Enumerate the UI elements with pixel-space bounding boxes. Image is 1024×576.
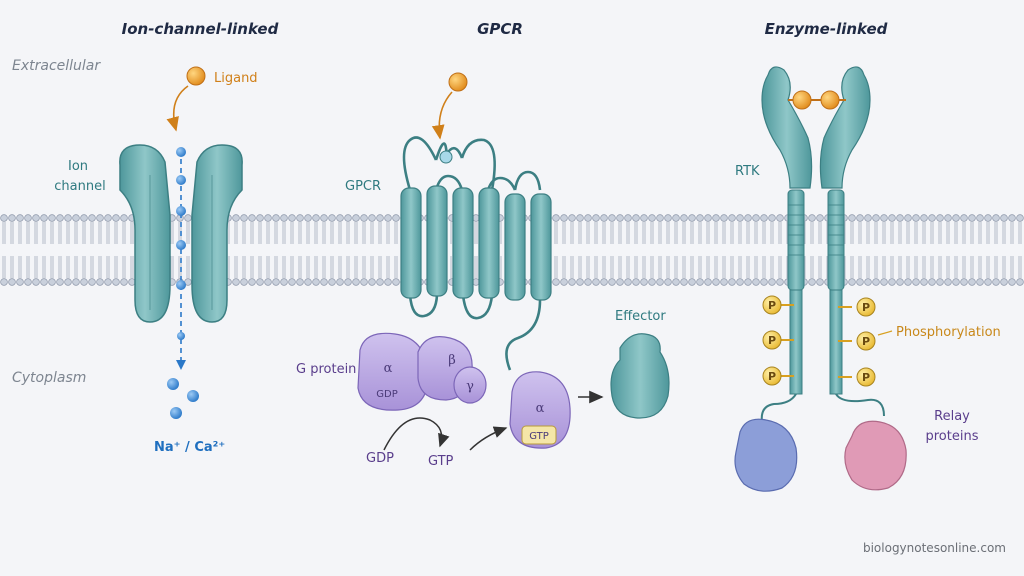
ligand-ion-channel — [186, 66, 206, 86]
ion-flow-arrow-icon — [176, 360, 186, 370]
phosphate-label: P — [862, 335, 870, 348]
phosphate-label: P — [768, 370, 776, 383]
gdp-release-arrow — [383, 417, 450, 451]
ion-channel — [119, 144, 243, 323]
ion-channel-label-line2: channel — [54, 179, 105, 194]
ion-channel-label-line1: Ion — [68, 159, 88, 174]
g-gamma-subunit: γ — [466, 379, 474, 394]
g-beta-subunit: β — [448, 353, 456, 368]
gtp-bound-label: GTP — [529, 431, 549, 442]
gdp-label: GDP — [366, 451, 394, 466]
phosphate-label: P — [862, 371, 870, 384]
relay-link-right — [835, 393, 885, 417]
relay-protein-pink — [844, 420, 907, 491]
rtk-ligand-1 — [792, 90, 812, 110]
rtk-ligand-2 — [820, 90, 840, 110]
effector-label: Effector — [615, 309, 666, 324]
relay-proteins-label-line1: Relay — [934, 409, 970, 424]
phosphate-connectors — [780, 304, 852, 378]
phosphorylation-label: Phosphorylation — [896, 325, 1001, 340]
gdp-bound-label: GDP — [376, 389, 397, 400]
phosphate-label: P — [768, 299, 776, 312]
g-protein-complex — [357, 332, 487, 411]
gpcr-helices — [400, 185, 552, 301]
ligand-gpcr-arrow — [431, 91, 453, 140]
phosphorylation-pointer — [877, 330, 893, 336]
ion-species-label: Na⁺ / Ca²⁺ — [154, 440, 225, 455]
rtk-label: RTK — [735, 164, 760, 179]
g-alpha-subunit: α — [384, 361, 393, 376]
phosphate-groups-left — [762, 295, 782, 386]
ligand-gpcr — [448, 72, 468, 92]
ligand-arrow — [166, 85, 189, 132]
gpcr-loops — [402, 136, 542, 371]
gtp-bind-arrow — [469, 426, 508, 451]
ions-in-pore — [176, 147, 186, 340]
source-credit: biologynotesonline.com — [863, 541, 1006, 555]
ligand-gpcr-bound — [439, 150, 453, 164]
relay-proteins-label-line2: proteins — [926, 429, 979, 444]
gtp-bound-badge — [521, 425, 557, 445]
title-ion-channel-linked: Ion-channel-linked — [122, 20, 279, 38]
relay-link-left — [760, 393, 797, 423]
gpcr-label: GPCR — [345, 179, 381, 194]
ions-cytoplasm — [167, 378, 199, 419]
title-enzyme-linked: Enzyme-linked — [765, 20, 888, 38]
phosphate-groups-right — [856, 297, 876, 387]
title-gpcr: GPCR — [477, 20, 523, 38]
label-cytoplasm: Cytoplasm — [12, 370, 86, 386]
relay-protein-blue — [734, 418, 798, 492]
phosphate-label: P — [768, 334, 776, 347]
g-protein-label: G protein — [296, 362, 356, 377]
rtk-membrane-rings — [788, 204, 844, 256]
effector — [610, 333, 670, 419]
g-alpha-active-label: α — [536, 401, 545, 416]
label-extracellular: Extracellular — [12, 58, 101, 74]
ligand-label: Ligand — [214, 71, 258, 86]
gtp-label: GTP — [428, 454, 454, 469]
phosphate-label: P — [862, 301, 870, 314]
